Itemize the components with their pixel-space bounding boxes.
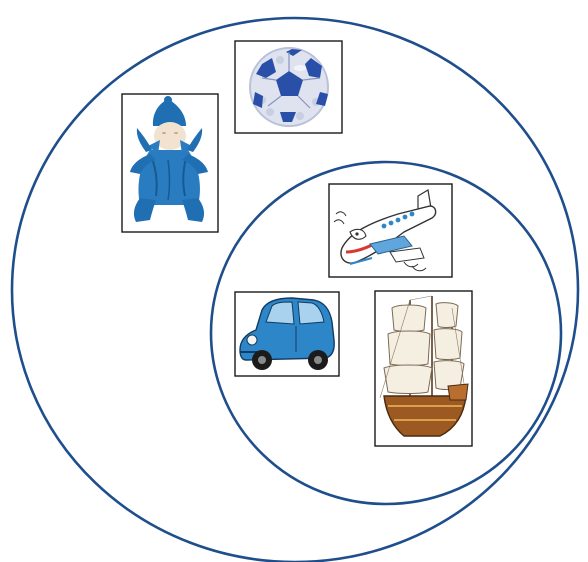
airplane-icon — [333, 189, 437, 272]
car-icon — [239, 297, 335, 370]
soccer-ball-icon — [249, 47, 329, 127]
doll-icon — [130, 96, 208, 222]
ship-image — [374, 290, 473, 447]
ball-image — [234, 40, 343, 134]
car-image — [234, 291, 340, 377]
doll-image — [121, 93, 219, 233]
inner-set-circle — [209, 160, 563, 506]
airplane-image — [328, 183, 453, 278]
outer-set-circle — [10, 16, 580, 562]
sailing-ship-icon — [379, 295, 469, 437]
